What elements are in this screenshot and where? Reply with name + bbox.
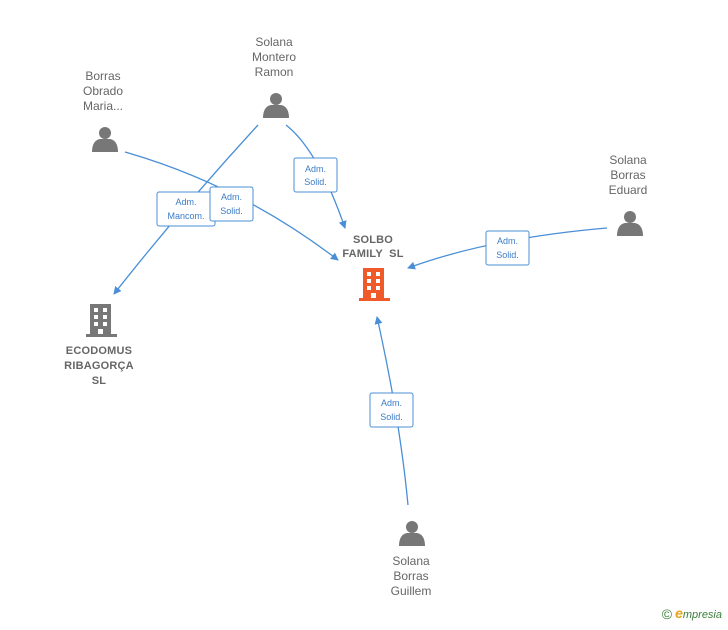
node-solana-borras-guillem[interactable]: Solana Borras Guillem	[391, 521, 432, 598]
node-label-line: Solana	[609, 153, 647, 167]
edge-label-line: Solid.	[496, 250, 519, 260]
node-solana-borras-eduard[interactable]: Solana Borras Eduard	[609, 153, 648, 236]
edge-label-line: Solid.	[220, 206, 243, 216]
node-label-line: Obrado	[83, 84, 123, 98]
node-label-line: Borras	[610, 168, 645, 182]
edge-label-line: Adm.	[175, 197, 196, 207]
edge-label-obrado-to-solbo[interactable]: Adm. Solid.	[209, 186, 254, 222]
edge-label-line: Adm.	[381, 398, 402, 408]
node-label-line: Solana	[255, 35, 293, 49]
building-icon	[86, 304, 117, 337]
empresia-logo-e: e	[675, 605, 683, 621]
node-label-line: SL	[92, 375, 107, 387]
node-label-line: Eduard	[609, 183, 648, 197]
node-label-line: Montero	[252, 50, 296, 64]
edge-label-line: Solid.	[304, 177, 327, 187]
person-icon	[92, 127, 118, 152]
edge-label-line: Solid.	[380, 412, 403, 422]
node-solana-montero[interactable]: Solana Montero Ramon	[252, 35, 296, 118]
empresia-brand-text: mpresia	[682, 609, 722, 621]
node-label-line: Maria...	[83, 99, 123, 113]
edge-label-line: Adm.	[497, 236, 518, 246]
node-label-line: RIBAGORÇA	[64, 360, 134, 372]
edge-label-eduard-to-solbo[interactable]: Adm. Solid.	[485, 230, 530, 266]
person-icon	[617, 211, 643, 236]
node-label-line: Ramon	[255, 65, 294, 79]
node-solbo-family[interactable]: SOLBO FAMILY SL	[342, 234, 404, 301]
edge-label-line: Mancom.	[167, 211, 204, 221]
node-label-line: SOLBO	[353, 234, 393, 246]
edge-label-line: Adm.	[305, 164, 326, 174]
node-ecodomus[interactable]: ECODOMUS RIBAGORÇA SL	[64, 304, 134, 387]
edge-label-montero-to-ecodomus[interactable]: Adm. Mancom.	[156, 191, 216, 227]
person-icon	[263, 93, 289, 118]
node-label-line: Guillem	[391, 584, 432, 598]
edge-label-guillem-to-solbo[interactable]: Adm. Solid.	[369, 392, 414, 428]
person-icon	[399, 521, 425, 546]
empresia-watermark: © empresia	[662, 605, 722, 622]
node-label-line: ECODOMUS	[66, 345, 132, 357]
edge-label-montero-to-solbo[interactable]: Adm. Solid.	[293, 157, 338, 193]
building-icon	[359, 268, 390, 301]
node-label-line: Borras	[85, 69, 120, 83]
copyright-symbol: ©	[661, 606, 673, 622]
node-label-line: FAMILY SL	[342, 248, 403, 260]
node-label-line: Borras	[393, 569, 428, 583]
node-borras-obrado[interactable]: Borras Obrado Maria...	[83, 69, 123, 152]
node-label-line: Solana	[392, 554, 430, 568]
edge-label-line: Adm.	[221, 192, 242, 202]
